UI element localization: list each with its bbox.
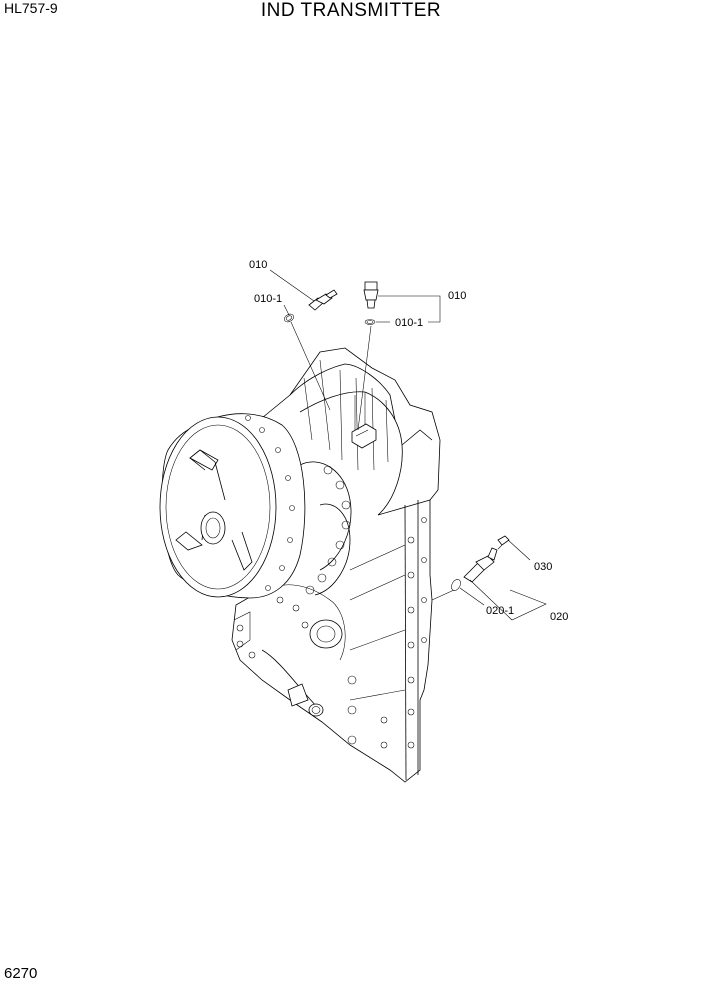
callout-020-1: 020-1	[486, 605, 514, 617]
page-number: 6270	[4, 965, 38, 982]
callout-010-right: 010	[448, 290, 466, 302]
callout-010-1-left: 010-1	[254, 293, 282, 305]
torque-converter	[159, 413, 306, 599]
transmitter-010-top	[363, 281, 379, 325]
transmitter-020	[451, 535, 510, 591]
transmitter-010-left	[284, 289, 338, 323]
page-title: IND TRANSMITTER	[260, 0, 442, 21]
model-code: HL757-9	[4, 0, 58, 16]
callout-020: 020	[550, 611, 568, 623]
callout-030: 030	[534, 561, 552, 573]
callout-010-1-right: 010-1	[395, 317, 423, 329]
leader-lines	[269, 269, 547, 621]
callout-010-left: 010	[249, 259, 267, 271]
